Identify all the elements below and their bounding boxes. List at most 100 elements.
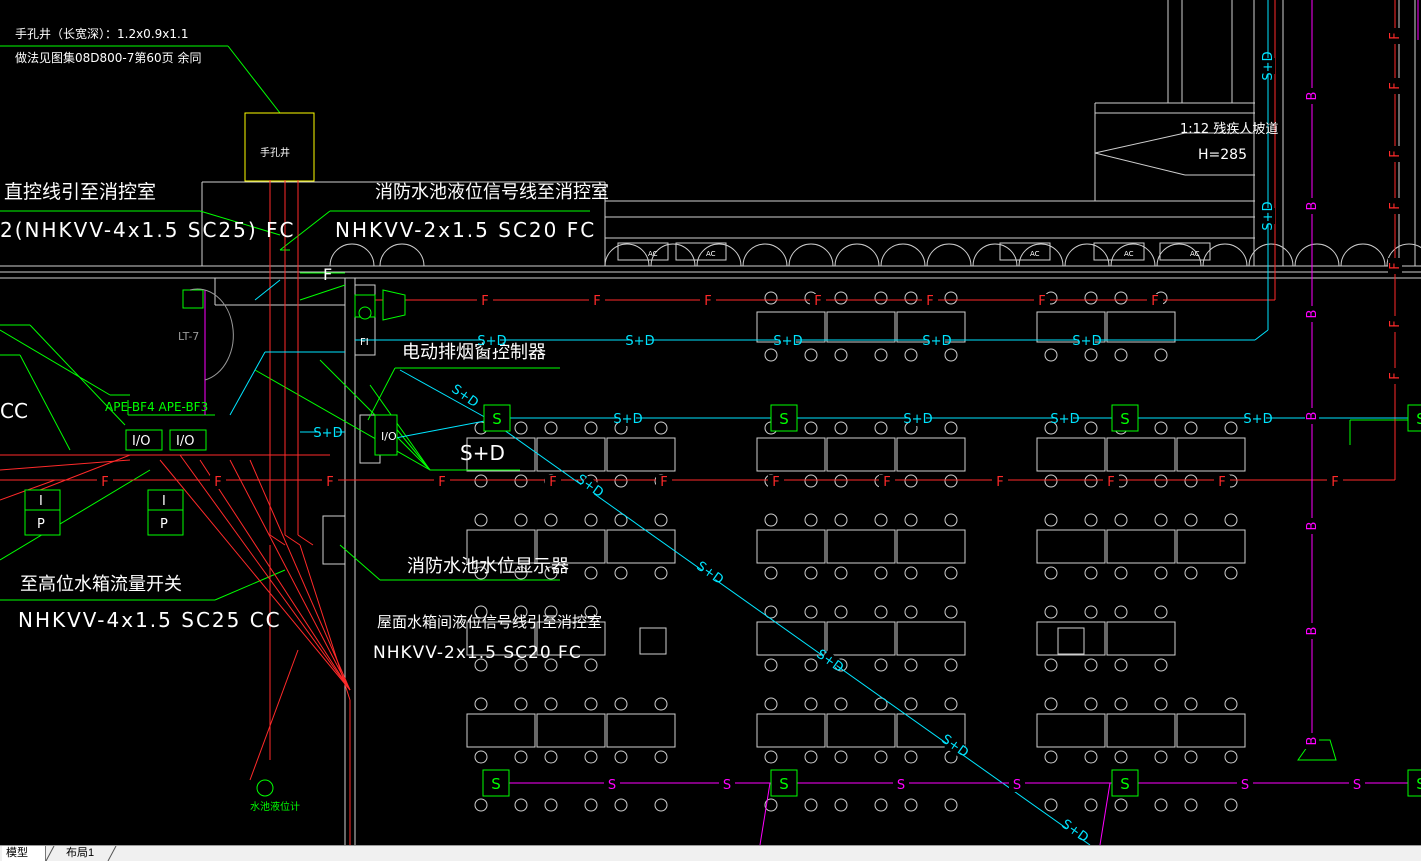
level-gauge-label: 水池液位计: [250, 800, 300, 813]
line-code-label: S+D: [1243, 412, 1272, 427]
label-gap: [210, 475, 226, 489]
chair: [474, 750, 488, 764]
chair: [874, 658, 888, 672]
roof-tank-title: 屋面水箱间液位信号线引至消控室: [377, 613, 602, 631]
door-arc: [1340, 243, 1386, 267]
tab-model[interactable]: 模型: [2, 846, 46, 861]
line-code-label: S+D: [922, 334, 951, 349]
label-gap: [879, 475, 895, 489]
desk: [896, 437, 966, 472]
chair: [1184, 513, 1198, 527]
desk: [1036, 713, 1106, 748]
chair: [904, 513, 918, 527]
direct-control-title: 直控线引至消控室: [4, 181, 156, 203]
ac-label-3: AC: [1030, 250, 1040, 258]
desk: [606, 713, 676, 748]
desk: [896, 529, 966, 564]
speaker-module-label: S: [1120, 410, 1130, 428]
line-code-label: F: [1388, 372, 1403, 379]
line-code-label: S+D: [1072, 334, 1101, 349]
line-code-label: S: [1241, 778, 1249, 793]
tab-layout1[interactable]: 布局1: [66, 847, 95, 859]
line-code-label: S+D: [477, 334, 506, 349]
chair: [944, 798, 958, 812]
chair: [1084, 474, 1098, 488]
line-code-label: F: [772, 475, 779, 490]
chair: [834, 697, 848, 711]
chair: [1084, 605, 1098, 619]
chair: [764, 658, 778, 672]
line-code-label: F: [926, 294, 933, 309]
chair: [1184, 750, 1198, 764]
chair: [1044, 566, 1058, 580]
line-code-label: F: [593, 294, 600, 309]
chair: [834, 421, 848, 435]
chair: [834, 750, 848, 764]
hand-hole-label: 手孔井: [260, 146, 290, 159]
desk: [1106, 529, 1176, 564]
door-arc: [880, 243, 926, 267]
door-arc: [604, 243, 650, 267]
chair: [804, 474, 818, 488]
label-gap: [1388, 316, 1402, 332]
io-label-right: I/O: [176, 434, 194, 449]
chair: [654, 566, 668, 580]
chair: [834, 566, 848, 580]
speaker-module-label: S: [779, 775, 789, 793]
pool-level-title: 消防水池液位信号线至消控室: [375, 182, 609, 203]
speaker-module: [1111, 404, 1139, 432]
desk: [466, 621, 536, 656]
io-label-left: I/O: [132, 434, 150, 449]
chair: [1224, 798, 1238, 812]
tab-separator: [107, 846, 117, 861]
chair: [544, 421, 558, 435]
line-code-label: S+D: [1058, 817, 1090, 845]
label-gap: [1305, 623, 1319, 639]
door-arc: [1110, 243, 1156, 267]
chair: [804, 697, 818, 711]
chair: [614, 697, 628, 711]
chair: [904, 750, 918, 764]
speaker-modules: SSSSSSSS: [482, 404, 1421, 797]
door-arc: [926, 243, 972, 267]
line-code-label: F: [660, 475, 667, 490]
label-gap: [1327, 475, 1343, 489]
chair: [1084, 798, 1098, 812]
chair: [1154, 421, 1168, 435]
label-gap: [1388, 146, 1402, 162]
chair: [904, 798, 918, 812]
chair: [474, 658, 488, 672]
label-gap: [620, 412, 636, 426]
line-code-label: F: [704, 294, 711, 309]
chair: [514, 474, 528, 488]
line-code-label: F: [214, 475, 221, 490]
speaker-module: [770, 769, 798, 797]
speaker-module-label: S: [779, 410, 789, 428]
lt-7-label: LT-7: [178, 330, 199, 343]
ac-units: [617, 242, 1211, 261]
line-code-label: F: [1388, 32, 1403, 39]
chair: [874, 513, 888, 527]
equipment-symbols: [24, 289, 1337, 797]
label-gap: [1305, 518, 1319, 534]
chair: [1154, 474, 1168, 488]
chair: [1154, 566, 1168, 580]
speaker-module-label: S: [1416, 410, 1421, 428]
chair: [1224, 513, 1238, 527]
label-gap: [1057, 412, 1073, 426]
sd-label-large: S+D: [460, 441, 505, 465]
hand-hole-spec: 手孔井（长宽深）：1.2x0.9x1.1: [15, 26, 188, 41]
ac-label-5: AC: [1190, 250, 1200, 258]
desk: [756, 713, 826, 748]
chair: [1224, 697, 1238, 711]
chair: [764, 291, 778, 305]
desk: [1036, 621, 1106, 656]
chair: [1044, 750, 1058, 764]
p-label-2: P: [160, 517, 168, 532]
chair: [874, 697, 888, 711]
chair: [1224, 566, 1238, 580]
chair: [514, 513, 528, 527]
line-code-label: B: [1305, 737, 1320, 746]
